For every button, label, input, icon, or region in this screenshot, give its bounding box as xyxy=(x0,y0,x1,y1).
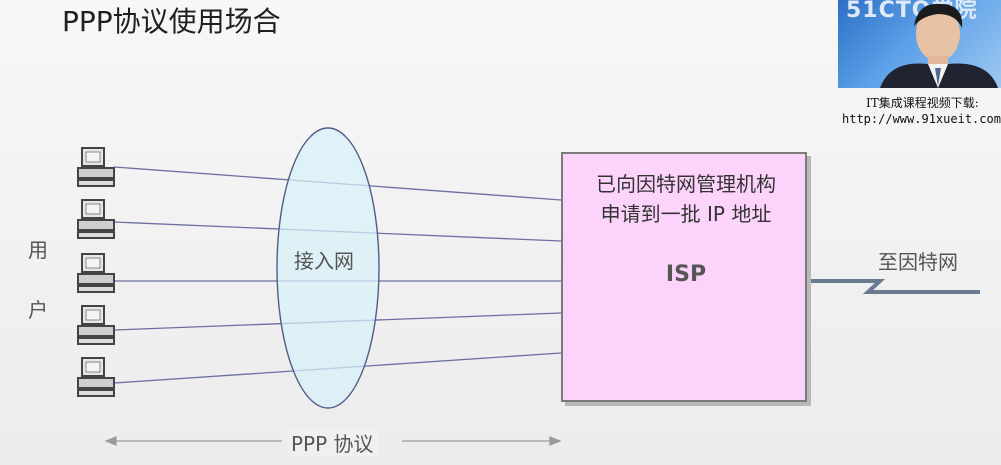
users-label-char-1: 用 xyxy=(28,238,48,262)
isp-box: 已向因特网管理机构 申请到一批 IP 地址 ISP xyxy=(561,152,807,402)
access-network-ellipse xyxy=(276,127,380,409)
protocol-span-arrow xyxy=(104,436,562,446)
internet-label: 至因特网 xyxy=(878,250,958,274)
isp-description-line-1: 已向因特网管理机构 xyxy=(596,172,776,196)
serial-link-icon xyxy=(809,279,980,294)
users-label-char-2: 户 xyxy=(28,298,48,322)
page-title: PPP协议使用场合 xyxy=(62,5,281,38)
download-url[interactable]: http://www.91xueit.com xyxy=(842,112,1001,126)
arrow-left-icon xyxy=(104,436,117,446)
isp-label: ISP xyxy=(665,262,707,287)
computer-icon xyxy=(77,357,115,397)
computer-icon xyxy=(77,199,115,239)
download-caption: IT集成课程视频下载: xyxy=(866,96,979,110)
computer-icon xyxy=(77,253,115,293)
computer-icon xyxy=(77,305,115,345)
access-network-label: 接入网 xyxy=(294,249,354,273)
instructor-avatar xyxy=(880,3,998,88)
instructor-video-inset: 51CTO学院 xyxy=(838,0,1001,88)
computer-icon xyxy=(77,147,115,187)
isp-description-line-2: 申请到一批 IP 地址 xyxy=(600,202,772,226)
protocol-label: PPP 协议 xyxy=(287,428,378,457)
arrow-right-icon xyxy=(549,436,562,446)
